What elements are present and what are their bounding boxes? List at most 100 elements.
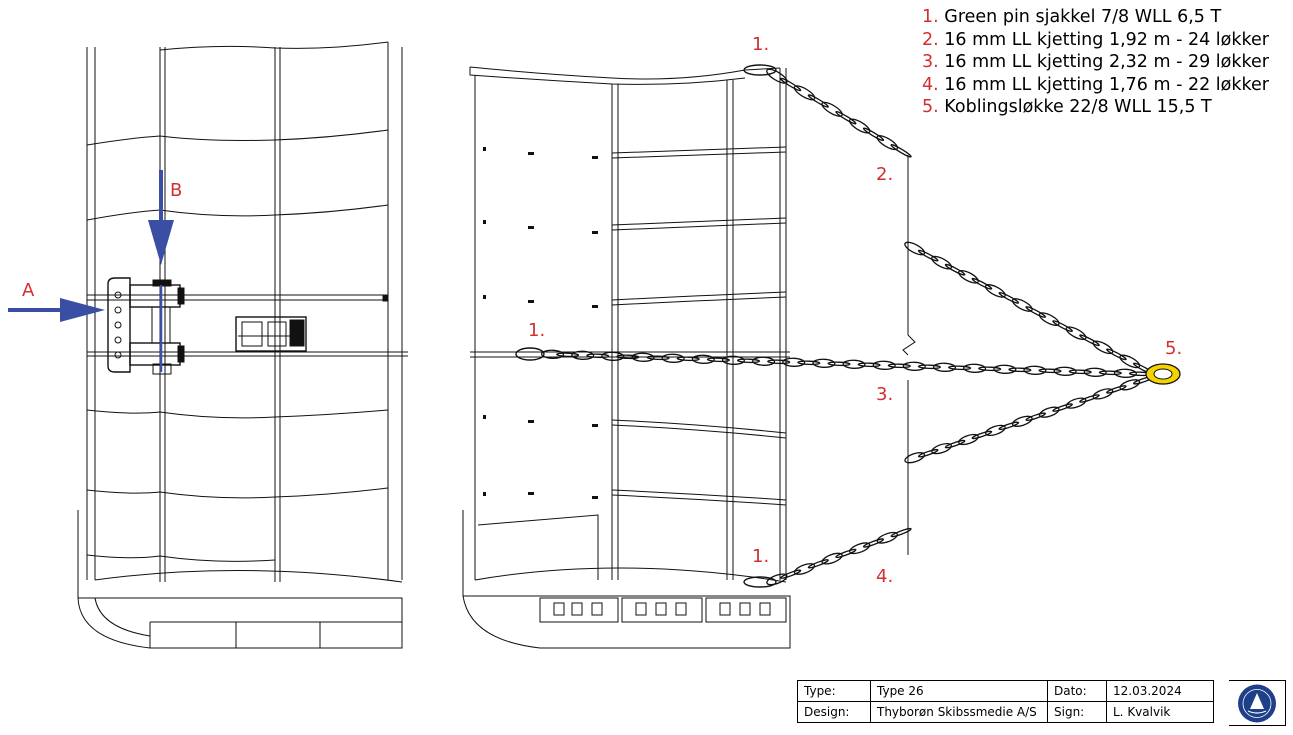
legend-item: 4. 16 mm LL kjetting 1,76 m - 22 løkker (922, 74, 1269, 95)
chain-middle-link (736, 358, 761, 364)
chain-upper-right-link (1011, 298, 1033, 312)
chain-middle-link (932, 362, 957, 372)
chain-bottom-link (835, 548, 857, 559)
chain-bottom-link (766, 573, 788, 586)
chain-upper-right-link (971, 277, 993, 290)
chain-middle-link (1083, 367, 1107, 377)
chain-lower-right-link (1119, 379, 1141, 391)
label-a: A (22, 280, 35, 301)
design-label: Design: (797, 701, 871, 723)
sign-label: Sign: (1047, 701, 1107, 723)
chain-middle-link (586, 353, 610, 359)
chain-middle-link (872, 360, 896, 370)
chain-bottom-link (807, 559, 829, 569)
legend-item: 2. 16 mm LL kjetting 1,92 m - 24 løkker (922, 29, 1269, 50)
chain-bottom-link (821, 552, 843, 565)
chain-middle-link (540, 349, 565, 359)
date-label: Dato: (1047, 680, 1107, 702)
chain-lower-right-link (1092, 388, 1114, 400)
chain-lower-right-link (958, 433, 979, 446)
chain-middle-link (812, 358, 836, 368)
chain-middle-link (1113, 368, 1137, 378)
chain-lower-right-link (971, 430, 993, 440)
chain-top-link (890, 144, 912, 158)
chain-middle-link (797, 360, 821, 366)
chain-middle-link (1023, 365, 1047, 375)
arrow-a (8, 298, 105, 322)
institute-seal (1229, 680, 1286, 726)
arrow-b (148, 170, 174, 372)
chain-upper-right-link (1052, 320, 1073, 333)
chains (540, 68, 1154, 586)
chain-bottom-link (849, 542, 871, 555)
chain-bottom-link (793, 563, 816, 575)
chain-bottom-link (862, 538, 885, 548)
chain-upper-right-link (998, 291, 1020, 304)
chain-middle-link (887, 363, 911, 369)
chain-middle-link (1053, 366, 1077, 376)
chain-middle-link (767, 359, 791, 365)
chain-lower-right-link (1106, 385, 1127, 394)
chain-top-link (862, 127, 885, 142)
chain-upper-right-link (984, 284, 1006, 298)
chain-middle-link (978, 366, 1002, 372)
chain-lower-right-link (985, 424, 1006, 437)
chain-middle-link (902, 361, 926, 371)
chain-middle-link (827, 361, 851, 367)
label-2: 2. (876, 164, 894, 185)
label-1-middle: 1. (528, 320, 546, 341)
chain-middle-link (676, 356, 700, 362)
chain-lower-right-link (917, 448, 939, 458)
legend-item: 1. Green pin sjakkel 7/8 WLL 6,5 T (922, 7, 1222, 27)
label-b: B (170, 180, 183, 201)
coupling-ring (1145, 363, 1181, 385)
chain-middle-link (948, 365, 972, 371)
chain-upper-right-link (1119, 354, 1141, 369)
chain-middle-link (721, 355, 745, 365)
chain-bottom-link (780, 569, 802, 579)
chain-middle-link (1068, 369, 1092, 375)
chain-middle-link (631, 352, 655, 362)
label-1-top: 1. (752, 34, 770, 55)
chain-middle-link (556, 352, 580, 358)
chain-top-link (807, 94, 829, 108)
label-1-bottom: 1. (752, 546, 770, 567)
left-door-view (77, 41, 408, 649)
chain-upper-right-link (1038, 312, 1060, 326)
chain-upper-right-link (1025, 306, 1047, 318)
chain-upper-right-link (1092, 340, 1114, 355)
type-value: Type 26 (870, 680, 1048, 702)
chain-top-link (780, 77, 802, 92)
design-value: Thyborøn Skibssmedie A/S (870, 701, 1048, 723)
sign-value: L. Kvalvik (1106, 701, 1214, 723)
label-3: 3. (876, 384, 894, 405)
legend-item: 5. Koblingsløkke 22/8 WLL 15,5 T (922, 97, 1212, 117)
label-5: 5. (1165, 338, 1183, 359)
chain-upper-right-link (904, 241, 926, 256)
chain-upper-right-link (1106, 348, 1127, 361)
chain-upper-right-link (931, 255, 953, 270)
chain-middle-link (993, 364, 1017, 374)
chain-upper-right-link (1065, 326, 1087, 341)
chain-bottom-link (890, 527, 912, 538)
chain-top-link (821, 101, 843, 117)
label-4: 4. (876, 566, 894, 587)
chain-upper-right-link (958, 269, 979, 284)
chain-middle-link (601, 351, 625, 361)
chain-middle-link (1038, 368, 1062, 374)
chain-lower-right-link (998, 421, 1020, 431)
chain-middle-link (963, 363, 987, 373)
chain-lower-right-link (944, 439, 966, 449)
chain-middle-link (782, 357, 806, 367)
chain-middle-link (1098, 370, 1122, 376)
chain-lower-right-link (1011, 415, 1033, 427)
chain-upper-right-link (1079, 334, 1100, 347)
chain-top-link (876, 135, 899, 151)
chain-middle-link (1008, 367, 1032, 373)
title-block: Type: Type 26 Dato: 12.03.2024 Design: T… (797, 680, 1214, 723)
chain-middle-link (706, 357, 730, 363)
legend-item: 3. 16 mm LL kjetting 2,32 m - 29 løkker (922, 52, 1269, 72)
chain-middle-link (857, 362, 881, 368)
chain-lower-right-link (931, 442, 952, 455)
